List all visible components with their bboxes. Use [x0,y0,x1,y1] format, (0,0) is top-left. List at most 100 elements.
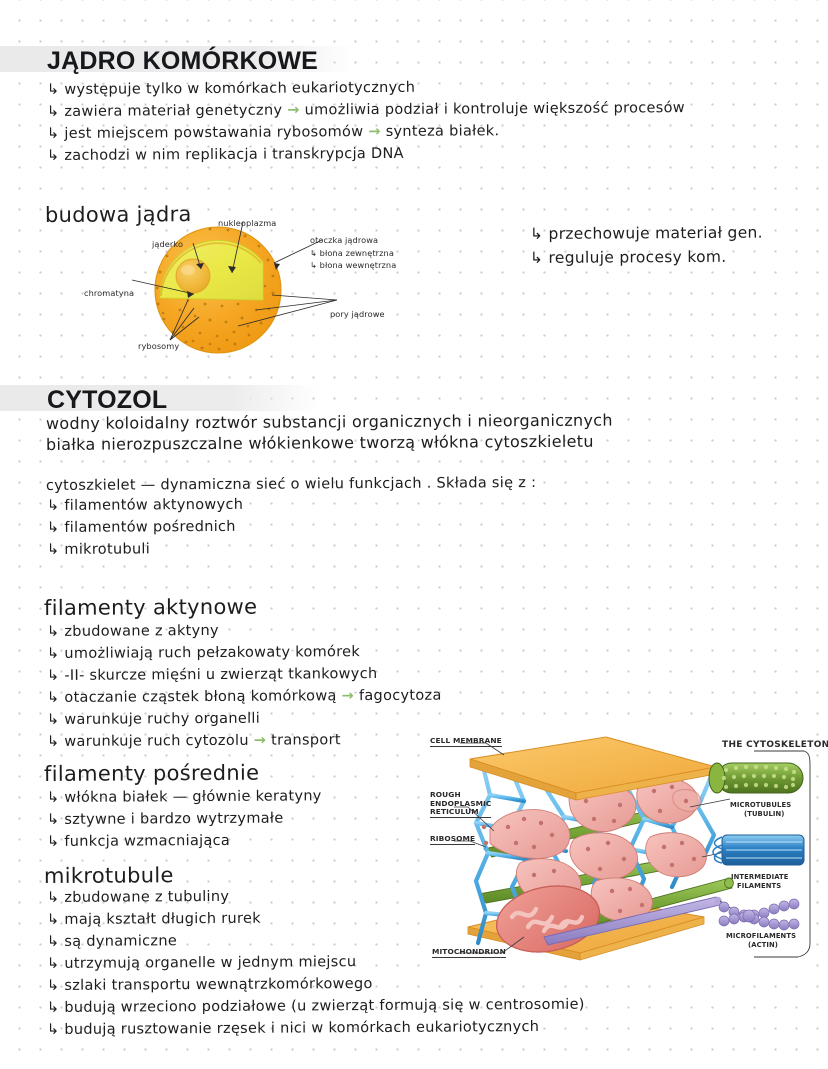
bullet-marker: ↳ [46,125,60,142]
bullet-text: otaczanie cząstek błoną komórkową [64,688,337,706]
bullet-note: fagocytoza [358,687,442,705]
legend-sublabel-intermediate: FILAMENTS [737,882,782,890]
section-heading-cytozol: CYTOZOL [47,386,168,414]
nucleus-diagram [60,200,480,370]
leader-envelope [273,239,323,264]
heading-highlight-nucleus [0,46,355,72]
actin-bullet-6: ↳ warunkuje ruch cytozolu → transport [47,732,341,750]
microtubule-bullet-7: ↳ budują rusztowanie rzęsek i nici w kom… [47,1019,539,1038]
bullet-marker: ↳ [46,955,60,972]
leader-chromatin [131,279,195,295]
intermediate-bullet-2: ↳ sztywne i bardzo wytrzymałe [47,811,284,828]
bullet-text: włókna białek — głównie keratyny [64,788,322,806]
bullet-marker: ↳ [46,667,60,684]
bullet-nucleus-3: ↳ jest miejscem powstawania rybosomów → … [47,123,499,142]
bullet-marker: ↳ [46,999,60,1016]
bullet-marker: ↳ [529,248,544,267]
microtubule-bullet-3: ↳ są dynamiczne [47,933,177,950]
bullet-text: zachodzi w nim replikacja i transkrypcja… [64,145,404,164]
label-jaderko: jąderko [152,239,184,249]
callout-rough-er: ROUGH ENDOPLASMIC RETICULUM [430,790,492,818]
legend-label-microfilaments: MICROFILAMENTS [726,932,797,940]
bullet-text: warunkuje ruch cytozolu [64,732,249,750]
subheading-filamenty-aktynowe: filamenty aktynowe [43,594,258,620]
bullet-text: zawiera materiał genetyczny [64,102,283,120]
bullet-marker: ↳ [46,811,60,828]
bullet-marker: ↳ [46,497,60,514]
actin-bullet-3: ↳ -II- skurcze mięśni u zwierząt tkankow… [47,666,378,684]
microtubule-bullet-2: ↳ mają kształt długich rurek [47,911,261,928]
bullet-marker: ↳ [46,623,60,640]
side-note-nucleus-1: ↳ przechowuje materiał gen. [530,224,763,243]
bullet-marker: ↳ [46,1021,60,1038]
leader-mitochondrion [458,936,525,954]
cytoskeleton-component-2: ↳ filamentów pośrednich [47,519,236,536]
microtubule-bullet-6: ↳ budują wrzeciono podziałowe (u zwierzą… [47,997,585,1016]
legend-icon-microtubule [708,762,804,794]
bullet-marker: ↳ [46,519,60,536]
arrow-icon: → [253,732,267,749]
bullet-text: zbudowane z tubuliny [64,888,230,906]
bullet-marker: ↳ [46,911,60,928]
legend-sublabel-microfilaments: (ACTIN) [748,941,779,949]
bullet-note: synteza białek. [385,123,500,140]
bullet-marker: ↳ [46,933,60,950]
cytoskeleton-figure-title: THE CYTOSKELETON [722,740,828,750]
bullet-marker: ↳ [46,833,60,850]
callout-ribosome: RIBOSOME [430,834,476,845]
intermediate-bullet-1: ↳ włókna białek — głównie keratyny [47,788,322,806]
bullet-nucleus-4: ↳ zachodzi w nim replikacja i transkrypc… [47,146,404,164]
leader-nucleoplasm [231,221,244,274]
label-blona-zewnetrzna: ↳ błona zewnętrzna [310,248,394,258]
bullet-marker: ↳ [529,224,544,243]
leader-ribosome [454,840,487,848]
actin-bullet-1: ↳ zbudowane z aktyny [47,623,219,640]
bullet-text: funkcja wzmacniająca [64,832,231,850]
bullet-marker: ↳ [46,103,60,120]
bullet-note: umożliwia podział i kontroluje większość… [304,100,685,119]
label-chromatyna: chromatyna [84,288,135,298]
leader-ribosomes-3 [169,316,200,341]
legend-icon-microfilament [718,898,800,931]
bullet-text: sztywne i bardzo wytrzymałe [64,810,284,828]
bullet-text: reguluje procesy kom. [548,247,727,267]
actin-bullet-2: ↳ umożliwiają ruch pełzakowaty komórek [47,644,360,662]
section-heading-nucleus: JĄDRO KOMÓRKOWE [47,47,319,75]
bullet-text: utrzymują organelle w jednym miejscu [64,954,357,972]
bullet-text: budują wrzeciono podziałowe (u zwierząt … [64,996,585,1016]
subheading-mikrotubule: mikrotubule [43,863,174,888]
callout-cell-membrane: CELL MEMBRANE [430,736,502,747]
subheading-filamenty-posrednie: filamenty pośrednie [43,760,260,786]
bullet-nucleus-1: ↳ występuje tylko w komórkach eukariotyc… [47,80,415,98]
bullet-marker: ↳ [46,689,60,706]
bullet-text: budują rusztowanie rzęsek i nici w komór… [64,1018,540,1038]
bullet-text: zbudowane z aktyny [64,622,219,640]
microtubule-bullet-1: ↳ zbudowane z tubuliny [47,889,229,906]
bullet-text: mają kształt długich rurek [64,910,261,928]
side-note-nucleus-2: ↳ reguluje procesy kom. [530,248,727,267]
cytozol-paragraph-line-2: białka nierozpuszczalne włókienkowe twor… [45,431,594,454]
label-blona-wewnetrzna: ↳ błona wewnętrzna [310,260,397,270]
bullet-marker: ↳ [46,147,60,164]
bullet-text: jest miejscem powstawania rybosomów [64,124,364,142]
legend-label-intermediate: INTERMEDIATE [731,873,789,881]
cytoskeleton-component-3: ↳ mikrotubuli [47,541,150,558]
legend-label-microtubules: MICROTUBULES [730,801,792,809]
cytoskeleton-diagram [424,731,812,980]
bullet-marker: ↳ [46,81,60,98]
leader-pores-2 [255,299,338,311]
leader-ribosomes-1 [169,299,189,341]
bullet-marker: ↳ [46,789,60,806]
bullet-text: występuje tylko w komórkach eukariotyczn… [64,79,416,98]
cytoskeleton-component-1: ↳ filamentów aktynowych [47,497,243,514]
bullet-marker: ↳ [46,541,60,558]
arrow-icon: → [341,688,355,705]
intermediate-bullet-3: ↳ funkcja wzmacniająca [47,833,230,850]
actin-bullet-5: ↳ warunkuje ruchy organelli [47,711,260,728]
arrow-icon: → [368,123,381,141]
bullet-text: są dynamiczne [64,933,178,950]
arrow-icon: → [287,102,300,119]
bullet-marker: ↳ [46,645,60,662]
bullet-text: przechowuje materiał gen. [548,223,763,243]
